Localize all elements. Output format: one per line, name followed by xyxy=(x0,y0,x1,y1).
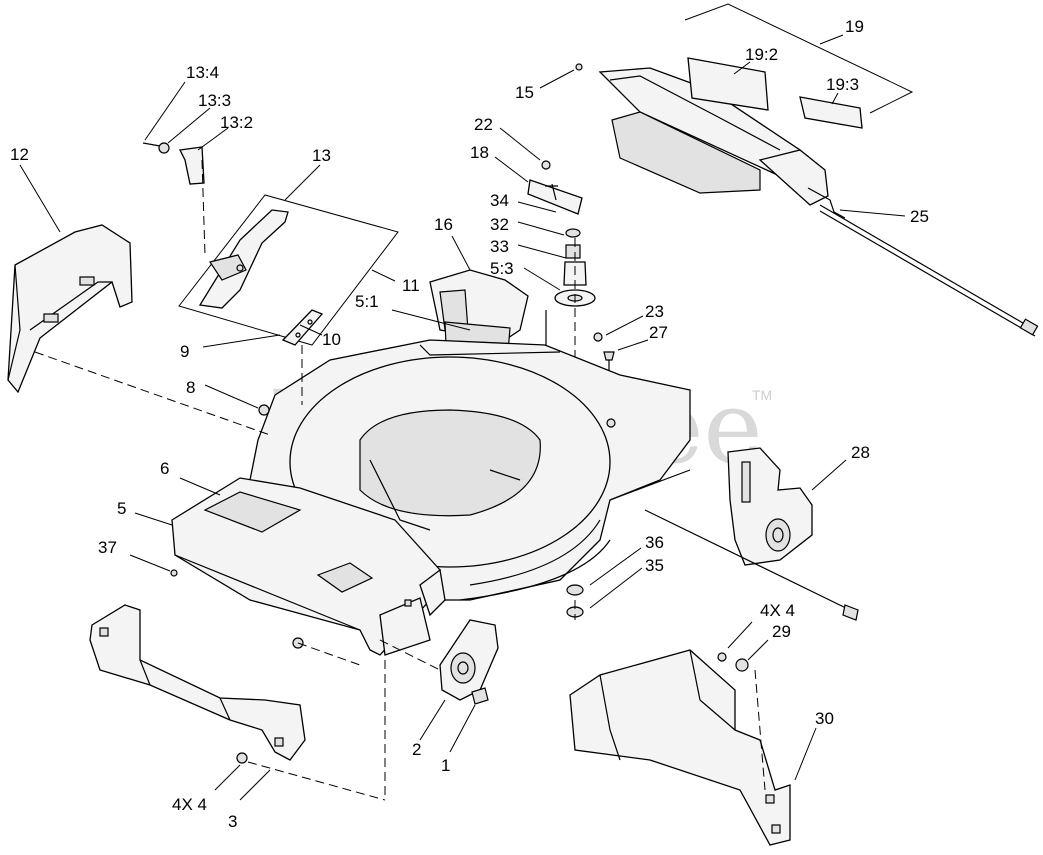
part-19-rear-cover xyxy=(598,3,914,219)
callout-18: 18 xyxy=(470,143,489,162)
assembly-lines xyxy=(34,345,766,801)
callout-29: 29 xyxy=(772,622,791,641)
part-12-side-cover xyxy=(7,224,133,394)
part-30-rear-baffle xyxy=(569,649,791,846)
callout-19-3: 19:3 xyxy=(826,75,859,94)
callout-5-3: 5:3 xyxy=(490,259,514,278)
callout-33: 33 xyxy=(490,237,509,256)
leader-lines xyxy=(19,34,906,801)
part-6-deck xyxy=(171,339,691,656)
callout-23: 23 xyxy=(645,302,664,321)
callout-3: 3 xyxy=(228,812,237,831)
callout-36: 36 xyxy=(645,533,664,552)
callout-11: 11 xyxy=(402,276,420,295)
callout-27: 27 xyxy=(649,323,668,342)
callout-12: 12 xyxy=(10,145,29,164)
callout-13-4: 13:4 xyxy=(186,63,219,82)
callout-1: 1 xyxy=(441,756,450,775)
callout-8: 8 xyxy=(186,378,195,397)
part-28-side-plate xyxy=(644,447,859,621)
callout-labels: 12 13:4 13:3 13:2 13 11 10 9 8 6 5 37 15… xyxy=(10,17,929,831)
callout-2: 2 xyxy=(412,740,421,759)
callout-15: 15 xyxy=(515,83,534,102)
callout-34: 34 xyxy=(490,191,509,210)
callout-4x4-right: 4X 4 xyxy=(760,601,795,620)
callout-37: 37 xyxy=(98,538,117,557)
callout-10: 10 xyxy=(322,330,341,349)
callout-25: 25 xyxy=(910,207,929,226)
part-2-wheel-plate xyxy=(439,619,499,705)
part-13-control-assembly xyxy=(142,142,399,346)
callout-28: 28 xyxy=(851,443,870,462)
callout-5-1: 5:1 xyxy=(355,292,379,311)
callout-13-3: 13:3 xyxy=(198,91,231,110)
callout-30: 30 xyxy=(815,709,834,728)
callout-32: 32 xyxy=(490,215,509,234)
callout-6: 6 xyxy=(160,459,169,478)
callout-19: 19 xyxy=(845,17,864,36)
height-adjust-stack xyxy=(527,160,596,440)
callout-16: 16 xyxy=(434,215,453,234)
part-3-front-bracket xyxy=(89,604,306,764)
part-10-bracket xyxy=(281,309,324,346)
small-hardware xyxy=(170,63,616,649)
watermark-trademark: TM xyxy=(752,387,772,403)
callout-35: 35 xyxy=(645,556,664,575)
callout-13-2: 13:2 xyxy=(220,113,253,132)
callout-13: 13 xyxy=(312,146,331,165)
part-25-cable xyxy=(819,204,1039,337)
callout-5: 5 xyxy=(117,499,126,518)
callout-4x4-left: 4X 4 xyxy=(172,795,207,814)
callout-22: 22 xyxy=(474,115,493,134)
part-16-rear-plate xyxy=(429,269,529,353)
callout-9: 9 xyxy=(180,342,189,361)
callout-19-2: 19:2 xyxy=(745,45,778,64)
